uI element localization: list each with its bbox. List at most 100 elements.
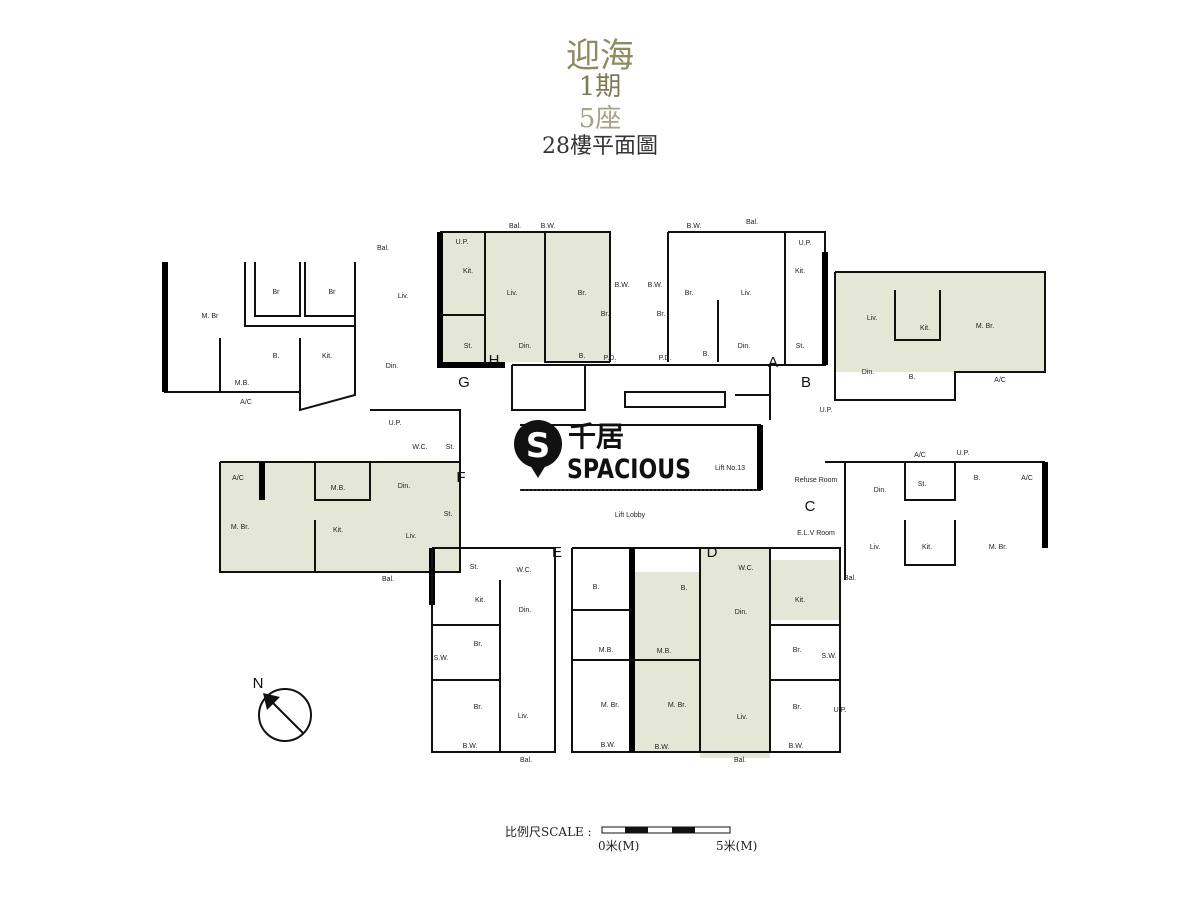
room-label: Din. <box>398 483 411 490</box>
room-label: St. <box>918 481 927 488</box>
room-label: St. <box>470 564 479 571</box>
room-label: Liv. <box>518 713 528 720</box>
room-label: U.P. <box>834 707 847 714</box>
room-label: A/C <box>1021 475 1033 482</box>
room-label: U.P. <box>957 450 970 457</box>
room-label: U.P. <box>820 407 833 414</box>
room-label: B. <box>703 351 710 358</box>
room-label: Br. <box>601 311 610 318</box>
room-label: Din. <box>386 363 399 370</box>
flat-g-label: G <box>458 374 470 391</box>
room-label: Kit. <box>322 353 332 360</box>
room-label: Br. <box>474 704 483 711</box>
room-label: Kit. <box>922 544 932 551</box>
flat-h-label: H <box>489 352 500 369</box>
room-label: M. Br. <box>601 702 619 709</box>
floor-plan-title: 28樓平面圖 <box>542 134 658 159</box>
flat-b-label: B <box>801 374 811 391</box>
room-label: B.W. <box>687 223 702 230</box>
room-label: A/C <box>240 399 252 406</box>
room-label: Br. <box>685 290 694 297</box>
phase-name: 1期 <box>578 72 622 102</box>
room-label: Din. <box>519 607 532 614</box>
room-label: Liv. <box>406 533 416 540</box>
room-label: Bal. <box>520 757 532 764</box>
room-label: B.W. <box>601 742 616 749</box>
room-label: Liv. <box>507 290 517 297</box>
room-label: B.W. <box>655 744 670 751</box>
room-label: Din. <box>862 369 875 376</box>
room-label: St. <box>444 511 453 518</box>
flat-d-label: D <box>707 544 718 561</box>
room-label: Bal. <box>382 576 394 583</box>
room-label: M.B. <box>331 485 345 492</box>
room-label: Br. <box>793 647 802 654</box>
logo-letter: S <box>526 426 551 466</box>
flat-e-label: E <box>552 544 562 561</box>
room-label: Br. <box>474 641 483 648</box>
room-label: W.C. <box>738 565 753 572</box>
room-label: Kit. <box>475 597 485 604</box>
flat-labels: A B C D E F G H <box>456 352 815 561</box>
room-label: M. Br. <box>989 544 1007 551</box>
room-label: U.P. <box>799 240 812 247</box>
room-label: B. <box>593 584 600 591</box>
room-label: Liv. <box>867 315 877 322</box>
room-label: Liv. <box>398 293 408 300</box>
room-label: St. <box>464 343 473 350</box>
room-label: Liv. <box>737 714 747 721</box>
room-label: Br. <box>657 311 666 318</box>
scale-start: 0米(M) <box>598 839 639 853</box>
room-label: U.P. <box>389 420 402 427</box>
walls <box>162 231 1048 753</box>
room-label: B. <box>579 353 586 360</box>
block-name: 5座 <box>578 104 622 134</box>
spacious-logo: S 千居 SPACIOUS <box>514 420 691 485</box>
room-label: Kit. <box>333 527 343 534</box>
room-label: A/C <box>914 452 926 459</box>
room-label: A/C <box>994 377 1006 384</box>
core-labels: Lift Lobby Lift No.13 Refuse Room E.L.V … <box>604 355 838 537</box>
room-label: U.P. <box>456 239 469 246</box>
flat-c-label: C <box>805 498 816 515</box>
room-label: M.B. <box>599 647 613 654</box>
room-label: B. <box>974 475 981 482</box>
room-label: Bal. <box>509 223 521 230</box>
room-label: Bal. <box>746 219 758 226</box>
scale-bar: 比例尺SCALE : 0米(M) 5米(M) <box>505 825 757 853</box>
lift-lobby-label: Lift Lobby <box>615 512 646 519</box>
room-label: B. <box>273 353 280 360</box>
room-label: Bal. <box>844 575 856 582</box>
elv-room-label: E.L.V Room <box>797 530 835 537</box>
room-label: Bal. <box>734 757 746 764</box>
room-label: B. <box>681 585 688 592</box>
room-label: Kit. <box>920 325 930 332</box>
logo-english: SPACIOUS <box>567 454 691 485</box>
room-label: Din. <box>874 487 887 494</box>
pd-label: P.D. <box>659 355 672 362</box>
room-label: Din. <box>738 343 751 350</box>
room-label: M. Br. <box>231 524 249 531</box>
north-arrow: N <box>253 675 312 742</box>
room-label: W.C. <box>516 567 531 574</box>
scale-end: 5米(M) <box>716 839 757 853</box>
room-label: M.B. <box>657 648 671 655</box>
room-label: Din. <box>519 343 532 350</box>
north-label: N <box>253 675 264 692</box>
room-label: S.W. <box>822 653 837 660</box>
room-label: St. <box>446 444 455 451</box>
logo-chinese: 千居 <box>568 420 624 453</box>
room-label: M. Br. <box>976 323 994 330</box>
room-label: Kit. <box>795 597 805 604</box>
room-label: B.W. <box>463 743 478 750</box>
room-label: Br. <box>578 290 587 297</box>
room-label: Liv. <box>870 544 880 551</box>
scale-label: 比例尺SCALE : <box>505 825 592 839</box>
room-label: Liv. <box>741 290 751 297</box>
refuse-room-label: Refuse Room <box>795 477 838 484</box>
room-label: Br. <box>793 704 802 711</box>
estate-name: 迎海 <box>566 36 634 76</box>
room-label: M. Br <box>202 313 219 320</box>
